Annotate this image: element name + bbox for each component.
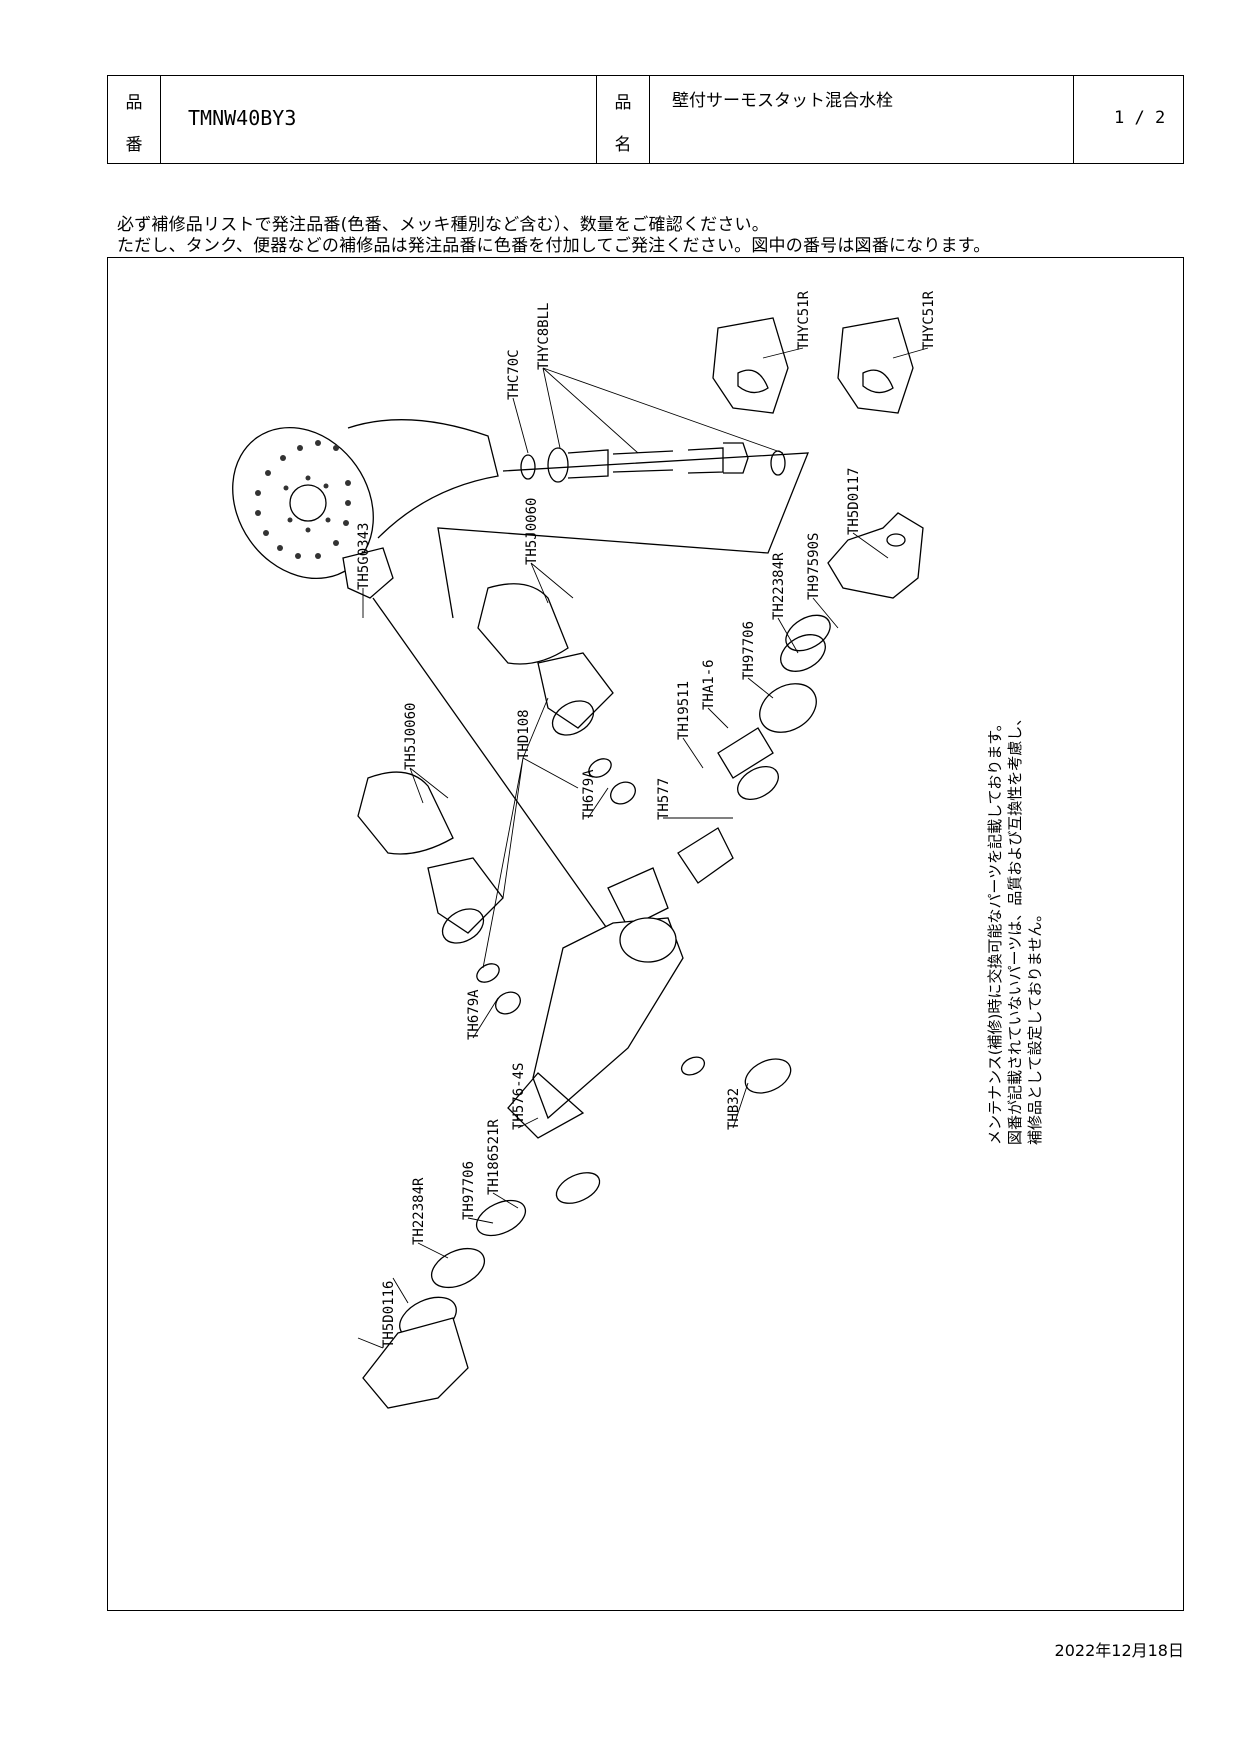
label-thyc51r-2: THYC51R: [921, 290, 937, 350]
hose-drawing: [437, 442, 809, 619]
label-th5g0343: TH5G0343: [356, 523, 372, 590]
slide-holder-drawings: [357, 583, 569, 855]
label-thyc8bll: THYC8BLL: [536, 303, 552, 370]
part-labels: THC70C THYC8BLL THYC51R THYC51R TH5D0117…: [356, 290, 937, 1348]
note-line-2: ただし、タンク、便器などの補修品は発注品番に色番を付加してご発注ください。図中の…: [117, 236, 991, 256]
label-th186521r: TH186521R: [486, 1119, 502, 1195]
label-th97706-2: TH97706: [461, 1161, 477, 1220]
product-name-cell: 壁付サーモスタット混合水栓: [650, 76, 1074, 163]
part-no: TMNW40BY3: [188, 106, 297, 130]
label-thb32: THB32: [726, 1088, 742, 1130]
leader-lines: [357, 347, 929, 1349]
page-number: 1 / 2: [1114, 108, 1166, 128]
label-tha1-6: THA1-6: [701, 659, 717, 710]
hanger-drawings: [712, 317, 914, 414]
label-th679a-1: TH679A: [581, 769, 597, 820]
maintenance-note-line-1: メンテナンス(補修)時に交換可能なパーツを記載しております。: [986, 716, 1004, 1145]
label-th22384r-1: TH22384R: [771, 552, 787, 620]
label-th5j0060-2: TH5J0060: [403, 703, 419, 770]
header-table: 品 番 TMNW40BY3 品 名 壁付サーモスタット混合水栓 1 / 2: [107, 75, 1184, 164]
page-cell: 1 / 2: [1074, 76, 1185, 163]
label-th97706-1: TH97706: [741, 621, 757, 680]
elbow-drawing: [342, 547, 629, 959]
maintenance-note-line-3: 補修品として設定しておりません。: [1026, 906, 1044, 1145]
maintenance-note-line-2: 図番が記載されていないパーツは、品質および互換性を考慮し、: [1006, 710, 1024, 1145]
label-thyc51r-1: THYC51R: [796, 290, 812, 350]
note-line-1: 必ず補修品リストで発注品番(色番、メッキ種別など含む）、数量をご確認ください。: [117, 215, 769, 235]
label-th22384r-2: TH22384R: [411, 1177, 427, 1245]
label-th5j0060-1: TH5J0060: [524, 498, 540, 565]
product-name: 壁付サーモスタット混合水栓: [672, 91, 893, 111]
label-th577: TH577: [656, 778, 672, 820]
label-th5d0116: TH5D0116: [381, 1281, 397, 1348]
mixer-body-drawing: [362, 827, 792, 1409]
name-label-2: 名: [614, 135, 632, 155]
exploded-parts-diagram: THC70C THYC8BLL THYC51R THYC51R TH5D0117…: [232, 290, 937, 1409]
label-th97590s: TH97590S: [806, 533, 822, 600]
label-th576-4s: TH576-4S: [511, 1063, 527, 1130]
document-date: 2022年12月18日: [1054, 1641, 1184, 1660]
temperature-handle-drawing: [717, 512, 924, 801]
label-th19511: TH19511: [676, 681, 692, 740]
label-th679a-2: TH679A: [466, 989, 482, 1040]
name-label-cell: 品 名: [597, 76, 650, 163]
stop-valve-drawings: [427, 652, 636, 1015]
label-th5d0117: TH5D0117: [846, 468, 862, 535]
maintenance-note: メンテナンス(補修)時に交換可能なパーツを記載しております。 図番が記載されてい…: [985, 711, 1045, 1145]
diagram-frame: THC70C THYC8BLL THYC51R THYC51R TH5D0117…: [107, 257, 1184, 1611]
part-no-label-cell: 品 番: [108, 76, 161, 163]
part-no-cell: TMNW40BY3: [161, 76, 597, 163]
label-thd108: THD108: [516, 709, 532, 760]
name-label-1: 品: [614, 93, 632, 113]
part-no-label-2: 番: [125, 135, 143, 155]
shower-head-drawing: [232, 419, 499, 580]
label-thc70c: THC70C: [506, 349, 522, 400]
part-no-label-1: 品: [125, 93, 143, 113]
